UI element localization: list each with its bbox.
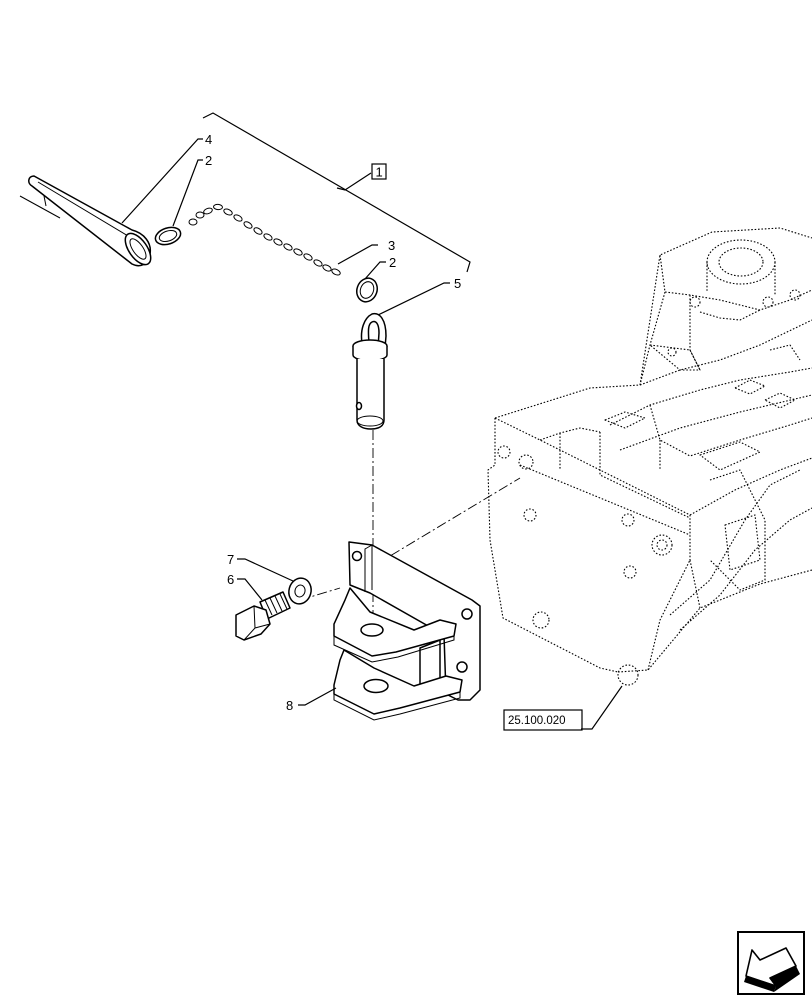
reference-link[interactable]: 25.100.020 (503, 709, 583, 731)
callout-5: 5 (454, 276, 461, 291)
callout-6: 6 (227, 572, 234, 587)
leader-lines (121, 138, 623, 730)
callout-2-upper: 2 (205, 153, 212, 168)
arrow-left-icon[interactable] (737, 931, 805, 995)
clevis-pin-part (352, 312, 388, 430)
callout-4: 4 (205, 132, 212, 147)
callout-7: 7 (227, 552, 234, 567)
callout-1: 1 (376, 165, 383, 180)
ring-part-upper (154, 226, 182, 246)
ring-part-lower (355, 277, 379, 303)
chain-part (188, 203, 341, 276)
callout-box-1 (371, 163, 387, 180)
callout-2-lower: 2 (389, 255, 396, 270)
drawbar-bracket-part (333, 541, 481, 721)
bolt-part (235, 591, 291, 641)
reference-label[interactable]: 25.100.020 (508, 715, 566, 727)
callout-3: 3 (388, 238, 395, 253)
kit-bracket: 1 (202, 112, 471, 273)
washer-part (288, 577, 312, 605)
callout-8: 8 (286, 698, 293, 713)
tractor-frame-outline (487, 227, 812, 686)
linch-pin-part (19, 175, 152, 267)
